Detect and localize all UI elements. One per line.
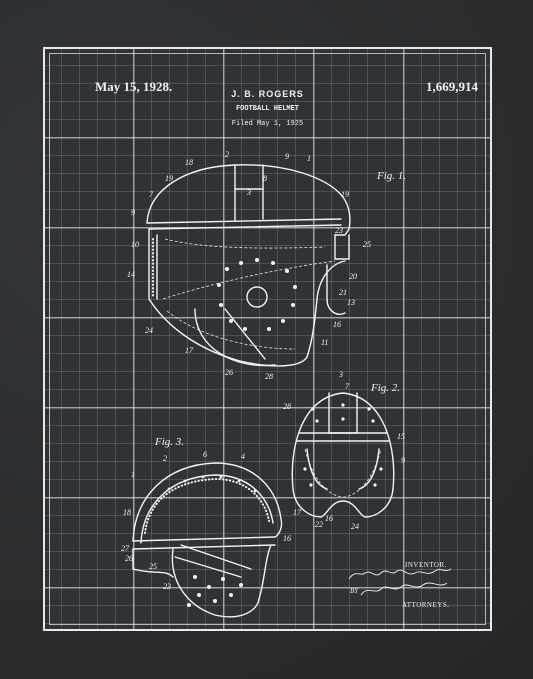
svg-text:20: 20 xyxy=(349,272,357,281)
svg-text:9: 9 xyxy=(285,152,289,161)
svg-text:24: 24 xyxy=(145,326,153,335)
svg-text:18: 18 xyxy=(123,508,131,517)
patent-sheet: May 15, 1928. 1,669,914 J. B. ROGERS FOO… xyxy=(43,47,492,631)
svg-text:7: 7 xyxy=(345,382,350,391)
svg-text:16: 16 xyxy=(283,534,291,543)
svg-text:28: 28 xyxy=(283,402,291,411)
svg-text:4: 4 xyxy=(241,452,245,461)
svg-text:13: 13 xyxy=(347,298,355,307)
svg-text:25: 25 xyxy=(363,240,371,249)
svg-text:24: 24 xyxy=(351,522,359,531)
svg-text:21: 21 xyxy=(339,288,347,297)
svg-text:25: 25 xyxy=(149,562,157,571)
svg-text:18: 18 xyxy=(185,158,193,167)
svg-text:Fig. 3.: Fig. 3. xyxy=(154,436,184,448)
svg-text:Fig. 1.: Fig. 1. xyxy=(376,170,406,182)
svg-text:23: 23 xyxy=(335,226,343,235)
svg-text:22: 22 xyxy=(315,520,323,529)
svg-text:17: 17 xyxy=(185,346,194,355)
svg-text:16: 16 xyxy=(333,320,341,329)
svg-text:26: 26 xyxy=(225,368,233,377)
svg-text:16: 16 xyxy=(325,514,333,523)
svg-text:27: 27 xyxy=(121,544,130,553)
patent-number: 1,669,914 xyxy=(426,79,478,94)
svg-text:1: 1 xyxy=(131,470,135,479)
svg-text:15: 15 xyxy=(397,432,405,441)
patent-subject: FOOTBALL HELMET xyxy=(235,105,299,113)
svg-text:23: 23 xyxy=(163,582,171,591)
by-label: BY xyxy=(350,587,359,595)
svg-text:19: 19 xyxy=(341,190,349,199)
attorneys-label: ATTORNEYS. xyxy=(402,601,450,609)
signatures xyxy=(348,568,452,596)
inventor-name: J. B. ROGERS xyxy=(231,89,304,99)
patent-date: May 15, 1928. xyxy=(95,79,173,94)
svg-text:28: 28 xyxy=(265,372,273,381)
svg-text:1: 1 xyxy=(307,154,311,163)
sheet-inner-border xyxy=(49,53,486,625)
svg-text:26: 26 xyxy=(125,554,133,563)
svg-text:9: 9 xyxy=(131,208,135,217)
svg-text:11: 11 xyxy=(321,338,328,347)
svg-text:9: 9 xyxy=(401,456,405,465)
filed-date: Filed May 1, 1925 xyxy=(231,120,304,128)
svg-text:14: 14 xyxy=(127,270,135,279)
svg-text:2: 2 xyxy=(163,454,167,463)
svg-text:7: 7 xyxy=(149,190,154,199)
svg-text:17: 17 xyxy=(293,508,302,517)
svg-text:10: 10 xyxy=(131,240,139,249)
svg-text:19: 19 xyxy=(165,174,173,183)
svg-text:2: 2 xyxy=(225,150,229,159)
svg-text:8: 8 xyxy=(263,174,267,183)
svg-text:Fig. 2.: Fig. 2. xyxy=(370,382,400,394)
svg-text:3: 3 xyxy=(338,370,343,379)
svg-text:6: 6 xyxy=(203,450,207,459)
svg-text:3: 3 xyxy=(246,188,251,197)
inventor-label: INVENTOR. xyxy=(405,561,447,569)
